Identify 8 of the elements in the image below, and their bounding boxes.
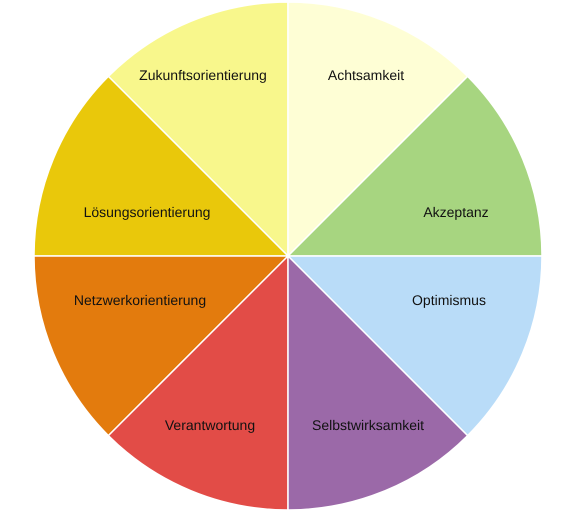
segment-label: Optimismus (412, 292, 486, 308)
segment-label: Akzeptanz (423, 204, 489, 220)
segment-label: Verantwortung (164, 417, 256, 433)
segment-label: Achtsamkeit (328, 67, 404, 83)
segment-label: Selbstwirksamkeit (312, 417, 424, 433)
segment-label: Netzwerkorientierung (74, 292, 206, 308)
segment-label: Zukunftsorientierung (139, 67, 267, 83)
segment-label: Lösungsorientierung (84, 204, 210, 220)
